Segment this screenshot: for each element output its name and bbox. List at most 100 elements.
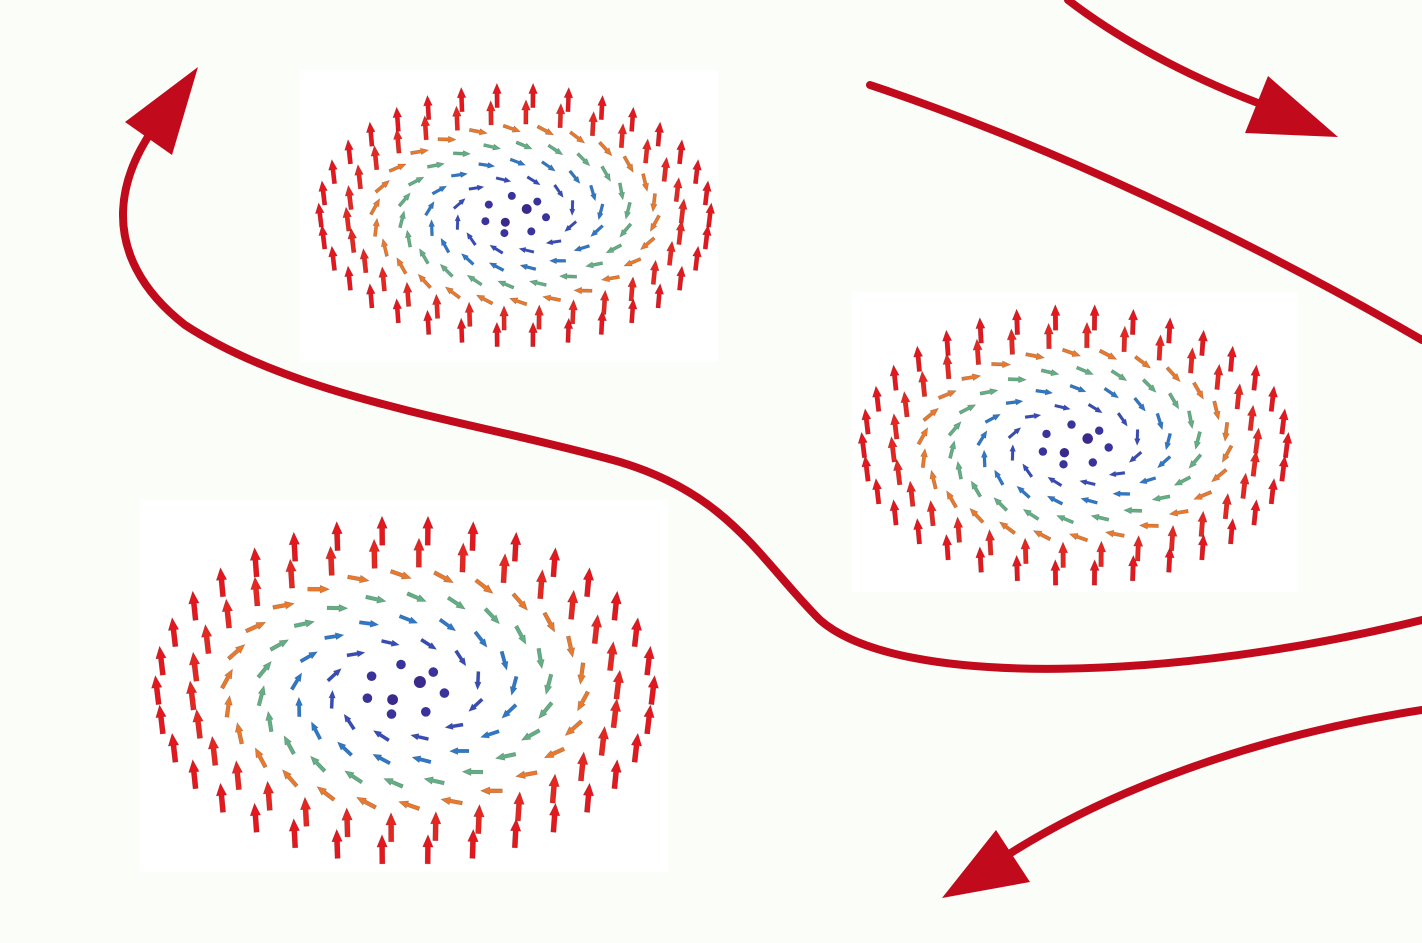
spin-arrow <box>1016 485 1031 500</box>
spin-arrow <box>499 305 509 331</box>
spin-arrow <box>585 261 604 269</box>
spin-arrow <box>568 298 578 325</box>
spin-arrow <box>509 157 527 166</box>
spin-arrow <box>958 404 977 415</box>
spin-arrow <box>702 224 712 250</box>
spin-arrow <box>326 604 349 613</box>
spin-arrow <box>675 219 686 246</box>
spin-arrow <box>929 469 938 490</box>
spin-arrow <box>430 810 442 842</box>
spin-arrow <box>918 370 929 398</box>
spin-arrow <box>998 521 1017 536</box>
spin-arrow <box>568 130 586 144</box>
spin-arrow <box>468 127 488 136</box>
spin-arrow <box>1138 521 1159 530</box>
spin-arrow <box>492 82 502 108</box>
spin-arrow <box>265 710 274 733</box>
spin-arrow <box>422 515 434 546</box>
spin-arrow <box>979 388 999 396</box>
spin-arrow <box>1035 388 1054 396</box>
spin-arrow <box>926 499 937 527</box>
spin-arrow <box>478 162 496 169</box>
spin-arrow <box>310 755 327 773</box>
spin-dot <box>1042 429 1051 439</box>
spin-arrow <box>468 184 485 191</box>
spin-arrow <box>452 150 472 158</box>
spin-arrow <box>365 594 387 604</box>
spin-arrow <box>536 124 555 136</box>
trajectory-lower-right-curve <box>981 706 1422 874</box>
spin-arrow <box>548 547 561 578</box>
spin-arrow <box>234 721 245 745</box>
spin-arrow <box>492 321 502 347</box>
spin-dot <box>386 709 397 719</box>
spin-arrow <box>495 176 512 183</box>
spin-arrow <box>344 265 354 291</box>
spin-arrow <box>937 390 957 400</box>
spin-arrow <box>1047 476 1063 488</box>
spin-arrow <box>402 281 413 307</box>
spin-arrow <box>972 338 983 366</box>
spin-arrow <box>1022 508 1040 521</box>
spin-arrow <box>374 179 391 194</box>
spin-arrow <box>1080 497 1098 505</box>
spin-dot <box>1067 420 1076 429</box>
spin-arrow <box>705 202 716 228</box>
spin-dot <box>362 693 373 703</box>
spin-arrow <box>488 262 505 273</box>
skyrmion-middle-right <box>852 292 1298 592</box>
spin-arrow <box>597 140 613 157</box>
spin-arrow <box>331 828 343 859</box>
spin-arrow <box>244 621 267 634</box>
spin-arrow <box>372 753 392 766</box>
spin-dot <box>1059 448 1070 458</box>
spin-arrow <box>861 455 872 482</box>
spin-arrow <box>460 253 475 266</box>
spin-dot <box>1038 447 1048 456</box>
arrowhead-right <box>1245 76 1338 137</box>
spin-arrow <box>1133 354 1152 369</box>
spin-arrow <box>577 662 586 686</box>
spin-arrow <box>1197 510 1208 538</box>
spin-arrow <box>555 102 566 129</box>
spin-arrow <box>221 598 234 629</box>
spin-arrow <box>961 373 982 381</box>
spin-arrow <box>346 650 366 658</box>
spin-arrow <box>676 265 686 291</box>
spin-arrow <box>573 286 593 295</box>
spin-arrow <box>582 782 595 813</box>
spin-arrow <box>285 558 297 589</box>
spin-arrow <box>457 542 469 573</box>
spin-arrow <box>454 649 467 667</box>
spin-arrow <box>1020 537 1031 565</box>
spin-arrow <box>1050 558 1061 586</box>
spin-texture <box>857 304 1293 586</box>
spin-arrow <box>1128 450 1143 463</box>
spin-arrow <box>356 796 378 810</box>
spin-dot <box>484 200 493 209</box>
spin-arrow <box>406 591 427 602</box>
spin-arrow <box>473 630 488 648</box>
spin-arrow <box>975 546 986 573</box>
spin-arrow <box>1278 408 1289 435</box>
spin-arrow <box>1068 533 1089 543</box>
spin-arrow <box>953 516 964 543</box>
spin-arrow <box>155 704 167 735</box>
spin-arrow <box>1133 396 1146 412</box>
spin-arrow <box>359 247 370 274</box>
spin-arrow <box>623 257 642 267</box>
spin-dot <box>1095 426 1104 435</box>
spin-arrow <box>650 193 658 213</box>
spin-arrow <box>610 590 622 621</box>
spin-arrow <box>1075 365 1094 375</box>
spin-arrow <box>440 237 451 254</box>
spin-arrow <box>1157 455 1172 469</box>
spin-arrow <box>452 105 462 131</box>
spin-arrow <box>1079 479 1096 487</box>
spin-arrow <box>509 817 522 849</box>
spin-dot <box>507 191 516 200</box>
spin-arrow <box>1089 304 1100 331</box>
spin-arrow <box>444 722 464 730</box>
spin-arrow <box>1186 346 1197 374</box>
